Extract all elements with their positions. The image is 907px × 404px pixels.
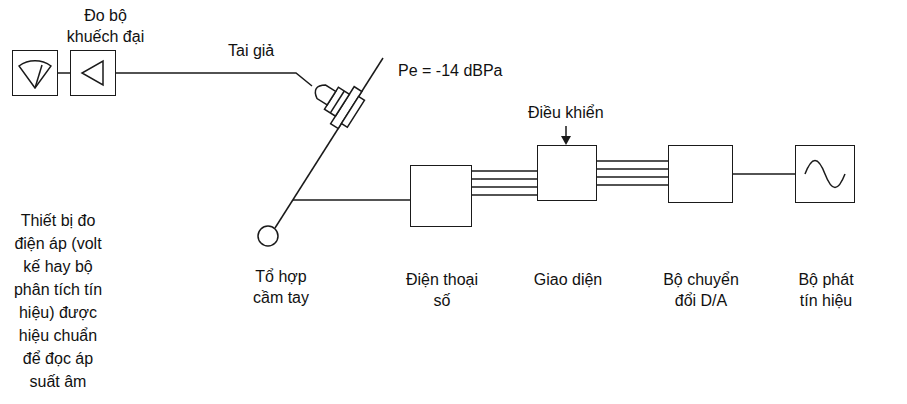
voltmeter-box: Thiết bị đo điện áp (volt kế hay bộ phân…: [12, 50, 58, 96]
control-label: Điều khiển: [528, 102, 604, 123]
meter-needle: [35, 65, 42, 88]
box-label: Bộ phát tín hiệu: [791, 269, 861, 311]
dac-box: Bộ chuyển đổi D/A: [668, 145, 733, 203]
measuring-microphone: [312, 82, 336, 105]
amplifier-box: Đo bộ khuếch đại: [70, 50, 116, 96]
box-label: Bộ chuyển đổi D/A: [656, 269, 746, 311]
connector-line: [597, 160, 668, 162]
digital-phone-box: Điện thoại số: [410, 165, 472, 227]
box-label: Thiết bị đo điện áp (volt kế hay bộ phân…: [9, 209, 107, 393]
ear-coupler-ring: [330, 91, 344, 113]
bus-connector: [472, 171, 537, 195]
control-arrow-shaft: [565, 126, 567, 137]
wire-connector: [733, 174, 795, 175]
pressure-label: Pe = -14 dBPa: [398, 60, 503, 81]
amplifier-symbol: [82, 61, 103, 85]
handset-earpiece: [258, 226, 278, 246]
sine-symbol: [805, 161, 845, 188]
part-label: Tai giả: [228, 40, 274, 61]
connector-line: [58, 72, 70, 74]
control-arrow-head: [561, 136, 571, 145]
ear-simulator: [304, 70, 367, 132]
handset-cord: [293, 199, 410, 201]
connector-line: [472, 170, 537, 172]
bus-connector: [597, 161, 668, 185]
connector-line: [597, 184, 668, 186]
connector-line: [472, 186, 537, 188]
box-label: Giao diện: [527, 269, 609, 290]
connector-line: [597, 168, 668, 170]
meter-dial: [19, 61, 51, 88]
connector-line: [472, 178, 537, 180]
interface-box: Giao diện: [537, 145, 597, 201]
part-label: Tổ hợp cầm tay: [248, 266, 314, 308]
microphone-wire: [116, 73, 312, 86]
connector-line: [733, 173, 795, 175]
handset-body: [275, 58, 383, 228]
wire-connector: [58, 73, 70, 74]
connector-line: [472, 194, 537, 196]
signal-generator-box: Bộ phát tín hiệu: [795, 145, 855, 203]
box-label: Đo bộ khuếch đại: [63, 5, 148, 47]
connector-line: [597, 176, 668, 178]
box-label: Điện thoại số: [401, 269, 483, 311]
